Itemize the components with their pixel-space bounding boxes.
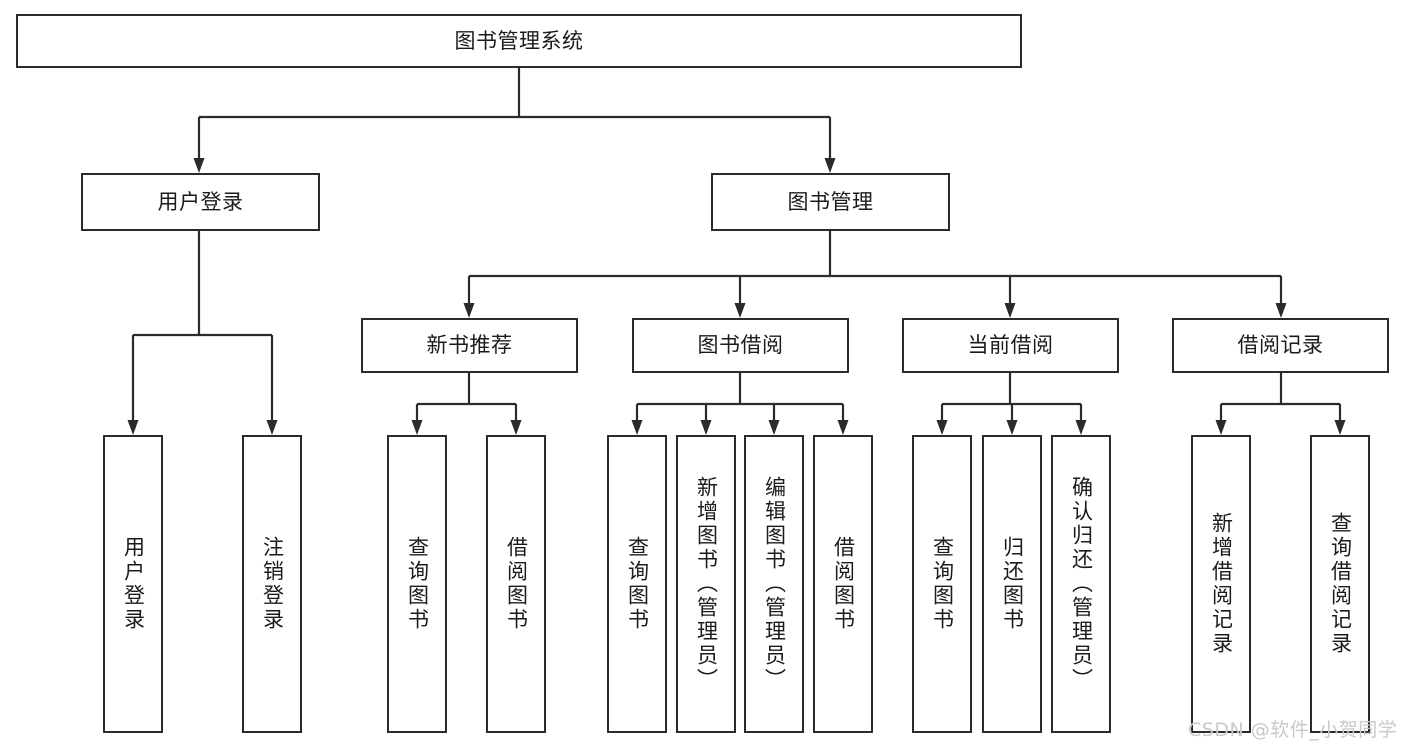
arrowhead-user-login-to-leaf-2 xyxy=(266,420,278,435)
arrowhead-current-borrow-to-leaf-3 xyxy=(1075,420,1087,435)
node-new-book-recommend[interactable]: 新书推荐 xyxy=(361,318,578,373)
arrowhead-new-book-to-leaf-1 xyxy=(411,420,423,435)
node-label-leaf-return-book: 归还图书 xyxy=(1000,536,1025,632)
arrowhead-book-borrow-to-leaf-1 xyxy=(631,420,643,435)
arrowhead-current-borrow-to-leaf-1 xyxy=(936,420,948,435)
node-label-leaf-query-book-2: 查询图书 xyxy=(625,536,650,632)
node-leaf-user-login[interactable]: 用户登录 xyxy=(103,435,163,733)
node-label-leaf-confirm-return: 确认归还（管理员） xyxy=(1069,476,1094,692)
node-leaf-edit-book[interactable]: 编辑图书（管理员） xyxy=(744,435,804,733)
node-leaf-add-record[interactable]: 新增借阅记录 xyxy=(1191,435,1251,733)
node-label-leaf-user-login: 用户登录 xyxy=(121,536,146,632)
arrowhead-book-borrow-to-leaf-3 xyxy=(768,420,780,435)
node-leaf-borrow-book-1[interactable]: 借阅图书 xyxy=(486,435,546,733)
node-book-borrow[interactable]: 图书借阅 xyxy=(632,318,849,373)
arrowhead-book-borrow-to-leaf-4 xyxy=(837,420,849,435)
node-leaf-query-book-3[interactable]: 查询图书 xyxy=(912,435,972,733)
arrowhead-new-book-to-leaf-2 xyxy=(510,420,522,435)
node-current-borrow[interactable]: 当前借阅 xyxy=(902,318,1119,373)
node-label-leaf-add-book: 新增图书（管理员） xyxy=(694,476,719,692)
node-label-book-manage: 图书管理 xyxy=(787,189,874,214)
arrowhead-borrow-record-to-leaf-1 xyxy=(1215,420,1227,435)
node-label-root: 图书管理系统 xyxy=(454,28,584,53)
node-book-manage[interactable]: 图书管理 xyxy=(711,173,950,231)
node-label-leaf-logout: 注销登录 xyxy=(260,536,285,632)
node-label-leaf-query-book-1: 查询图书 xyxy=(405,536,430,632)
node-root[interactable]: 图书管理系统 xyxy=(16,14,1022,68)
node-label-new-book-recommend: 新书推荐 xyxy=(426,333,513,358)
node-label-leaf-borrow-book-2: 借阅图书 xyxy=(831,536,856,632)
node-label-leaf-add-record: 新增借阅记录 xyxy=(1209,512,1234,656)
node-label-user-login: 用户登录 xyxy=(157,189,244,214)
node-leaf-add-book[interactable]: 新增图书（管理员） xyxy=(676,435,736,733)
node-label-leaf-borrow-book-1: 借阅图书 xyxy=(504,536,529,632)
node-label-leaf-query-record: 查询借阅记录 xyxy=(1328,512,1353,656)
node-label-book-borrow: 图书借阅 xyxy=(697,333,784,358)
arrowhead-book-manage-to-new-book xyxy=(463,303,475,318)
arrowhead-book-manage-to-borrow-record xyxy=(1275,303,1287,318)
node-leaf-borrow-book-2[interactable]: 借阅图书 xyxy=(813,435,873,733)
node-label-borrow-record: 借阅记录 xyxy=(1237,333,1324,358)
arrowhead-book-manage-to-current-borrow xyxy=(1004,303,1016,318)
arrowhead-borrow-record-to-leaf-2 xyxy=(1334,420,1346,435)
node-leaf-confirm-return[interactable]: 确认归还（管理员） xyxy=(1051,435,1111,733)
arrowhead-book-borrow-to-leaf-2 xyxy=(700,420,712,435)
node-leaf-query-book-1[interactable]: 查询图书 xyxy=(387,435,447,733)
node-leaf-return-book[interactable]: 归还图书 xyxy=(982,435,1042,733)
arrowhead-current-borrow-to-leaf-2 xyxy=(1006,420,1018,435)
node-leaf-query-record[interactable]: 查询借阅记录 xyxy=(1310,435,1370,733)
arrowhead-user-login-to-leaf-1 xyxy=(127,420,139,435)
node-user-login[interactable]: 用户登录 xyxy=(81,173,320,231)
node-leaf-logout[interactable]: 注销登录 xyxy=(242,435,302,733)
node-leaf-query-book-2[interactable]: 查询图书 xyxy=(607,435,667,733)
node-label-current-borrow: 当前借阅 xyxy=(967,333,1054,358)
node-label-leaf-edit-book: 编辑图书（管理员） xyxy=(762,476,787,692)
arrowhead-root-to-user-login xyxy=(193,158,205,173)
arrowhead-root-to-book-manage xyxy=(824,158,836,173)
node-label-leaf-query-book-3: 查询图书 xyxy=(930,536,955,632)
arrowhead-book-manage-to-book-borrow xyxy=(734,303,746,318)
node-borrow-record[interactable]: 借阅记录 xyxy=(1172,318,1389,373)
